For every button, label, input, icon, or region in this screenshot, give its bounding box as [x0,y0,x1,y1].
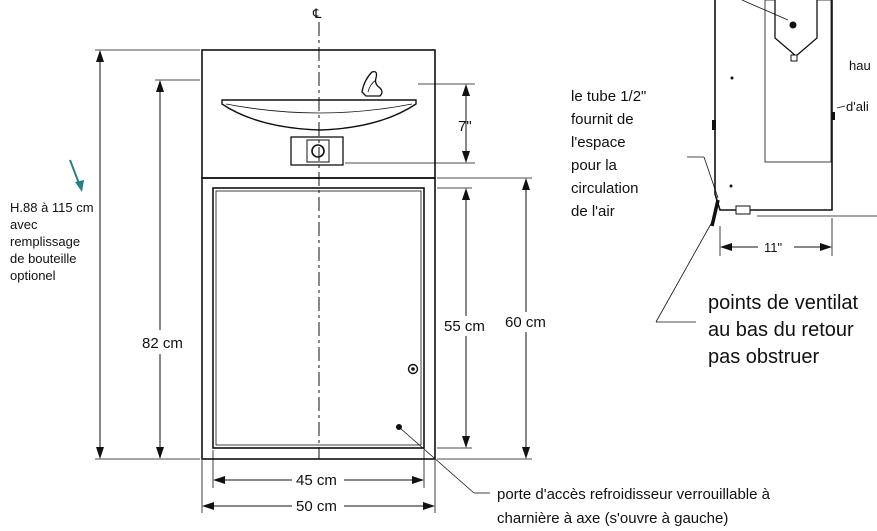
door-note: porte d'accès refroidisseur verrouillabl… [399,427,774,527]
door-note-line-2: charnière à axe (s'ouvre à gauche) [497,510,728,527]
side-foot [735,205,751,215]
svg-text:porte d'accès refroidisseur ve: porte d'accès refroidisseur verrouillabl… [497,486,774,527]
tube-note-line-2: fournit de [571,111,634,128]
side-inner-panel [764,0,832,163]
side-view: 11" hau d'ali [710,0,877,256]
dim-door-width: 45 cm [296,472,337,489]
vent-note-line-1: points de ventilat [708,292,859,314]
left-note-line-4: de bouteille [10,251,77,266]
tube-note: le tube 1/2" fournit de l'espace pour la… [571,88,719,220]
left-note-line-1: H.88 à 115 cm [10,200,94,215]
svg-text:points de ventilat au ba: points de ventilat au bas du retour pas … [708,292,864,368]
push-button-icon [311,144,325,158]
tank [774,0,818,57]
left-note-line-3: remplissage [10,234,80,249]
tube-note-line-3: l'espace [571,134,626,151]
left-note-line-2: avec [10,217,38,232]
tube-note-line-4: pour la [571,157,618,174]
dim-cabinet-height: 60 cm [505,314,546,331]
vent-note-line-3: pas obstruer [708,346,820,368]
side-label-top: hau [849,58,871,73]
door-note-line-1: porte d'accès refroidisseur verrouillabl… [497,486,771,503]
tube-note-line-6: de l'air [571,203,615,220]
vent-note: points de ventilat au bas du retour pas … [655,221,864,368]
svg-text:H.88 à 115 cm avec: H.88 à 115 cm avec remplissage de boutei… [10,200,97,283]
dim-basin-drop: 7" [458,118,472,135]
vent-note-line-2: au bas du retour [708,319,854,341]
side-label-middle: d'ali [846,99,869,114]
centerline-symbol: ℄ [312,6,322,21]
dim-door-height: 55 cm [444,318,485,335]
dim-overall-height: 82 cm [142,335,183,352]
tube-note-line-5: circulation [571,180,639,197]
left-note-line-5: optionel [10,268,56,283]
tube-note-line-1: le tube 1/2" [571,88,646,105]
left-height-note: H.88 à 115 cm avec remplissage de boutei… [10,159,97,283]
dim-side-depth: 11" [764,240,782,255]
front-view: ℄ [201,6,436,460]
dimension-lines: 82 cm 7" 55 cm 60 cm 45 cm [95,49,553,516]
svg-text:le tube 1/2" fournit de: le tube 1/2" fournit de l'espace pour la… [571,88,651,220]
air-tube [710,199,720,227]
dim-overall-width: 50 cm [296,498,337,515]
